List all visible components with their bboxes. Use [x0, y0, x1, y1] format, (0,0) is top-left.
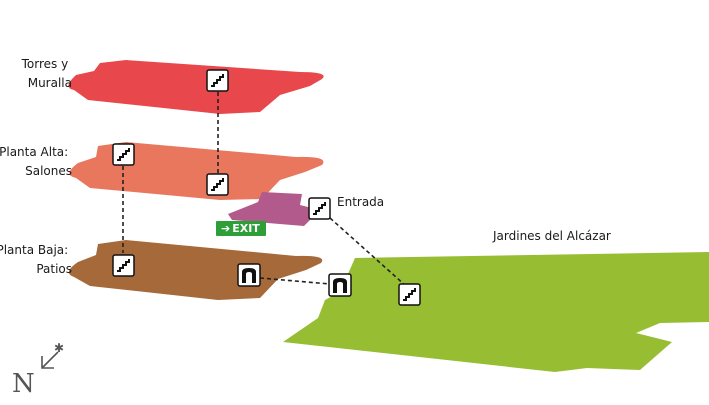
exit-sign: ➔EXIT	[216, 221, 266, 236]
floor-torres-muralla[interactable]	[68, 60, 324, 114]
garden-label: Jardines del Alcázar	[492, 229, 611, 243]
entrance-label: Entrada	[337, 195, 384, 209]
entrance-area[interactable]	[228, 192, 320, 226]
floor-planta-baja[interactable]	[68, 240, 323, 300]
floor-label-planta-alta: Planta Alta: Salones	[0, 145, 72, 178]
stairs-icon[interactable]	[308, 197, 331, 220]
connector-lines	[122, 92, 407, 287]
svg-text:➔EXIT: ➔EXIT	[221, 222, 260, 235]
stairs-icon[interactable]	[398, 283, 421, 306]
archway-icon[interactable]	[237, 263, 261, 287]
floor-planta-alta[interactable]	[69, 142, 324, 200]
svg-text:✱: ✱	[54, 341, 64, 355]
garden-area[interactable]	[283, 252, 709, 372]
floor-label-torres-muralla: Torres y Muralla	[21, 57, 72, 90]
floor-label-planta-baja: Planta Baja: Patios	[0, 243, 72, 276]
stairs-icon[interactable]	[112, 254, 135, 277]
archway-icon[interactable]	[328, 273, 352, 297]
stairs-icon[interactable]	[206, 69, 229, 92]
svg-text:N: N	[12, 369, 35, 399]
stairs-icon[interactable]	[206, 173, 229, 196]
compass-north-icon: N ✱	[12, 341, 64, 399]
stairs-icon[interactable]	[112, 143, 135, 166]
